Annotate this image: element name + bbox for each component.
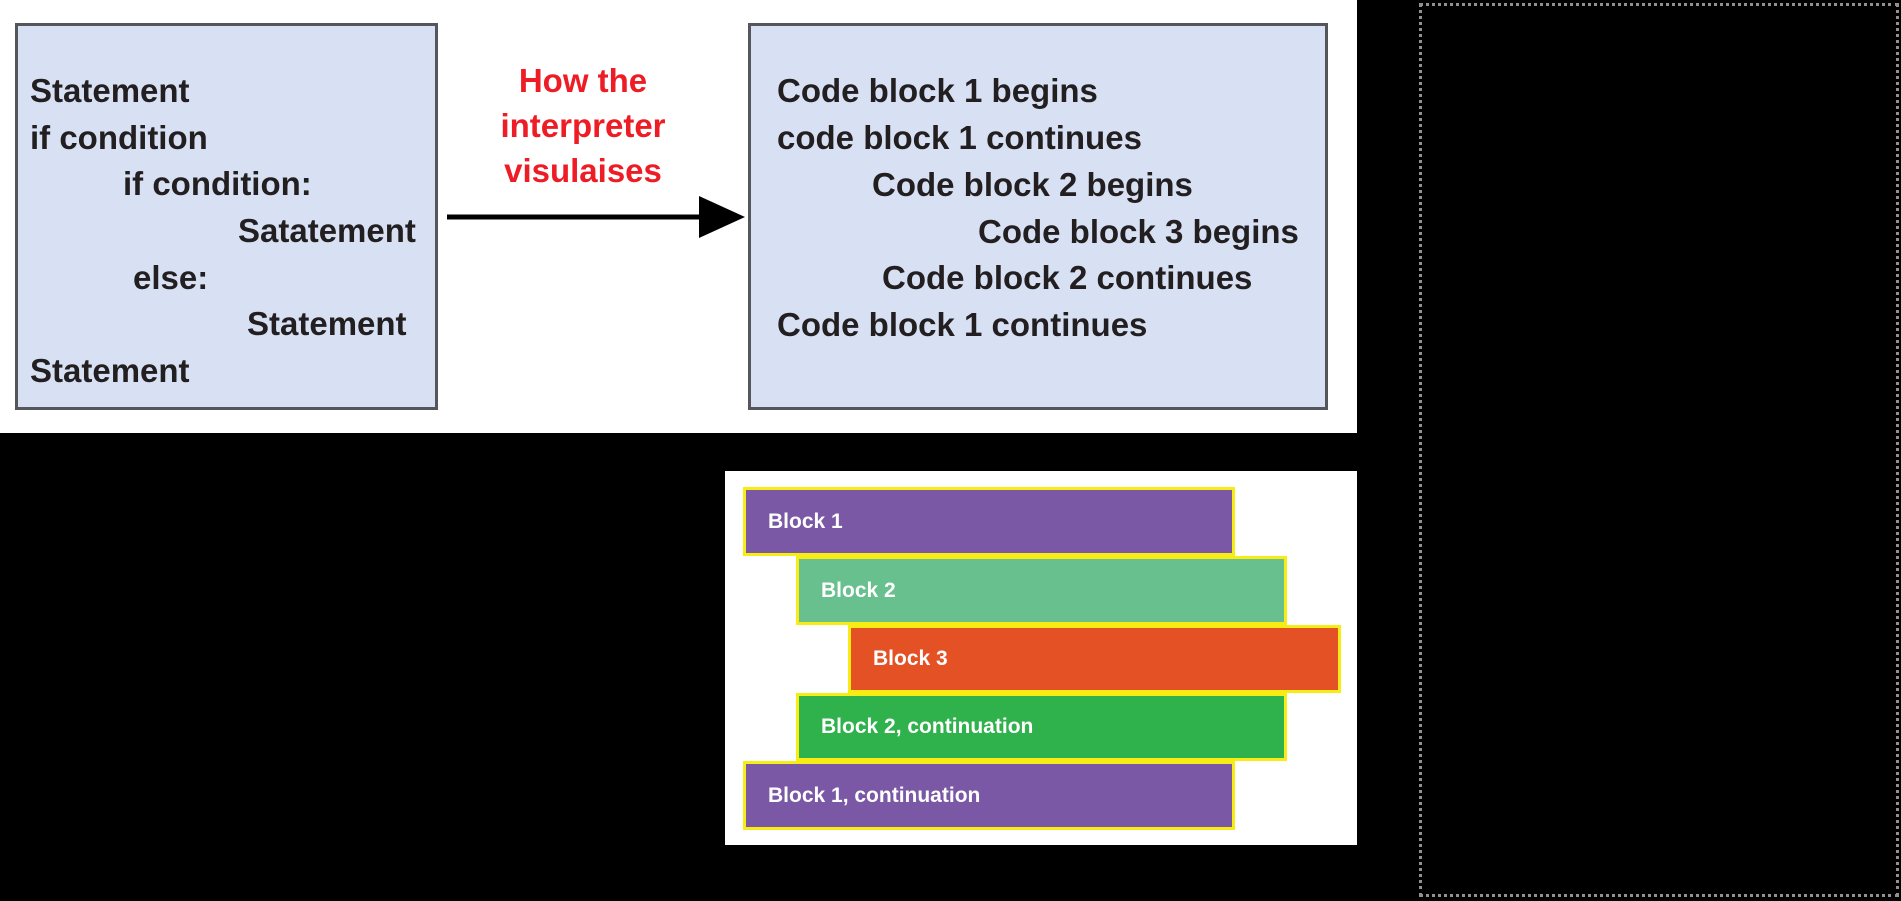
block-bar-label: Block 1: [768, 509, 843, 533]
code-comparison-panel: Statement if condition if condition: Sat…: [0, 0, 1357, 433]
blocks-visualization-panel: Block 1 Block 2 Block 3 Block 2, continu…: [725, 471, 1357, 845]
block-bar: Block 3: [848, 625, 1341, 693]
code-line: code block 1 continues: [777, 119, 1142, 156]
caption-line: visulaises: [504, 152, 662, 189]
code-line: Statement: [247, 305, 407, 342]
caption-line: How the: [518, 62, 648, 99]
code-line: Satatement: [238, 212, 416, 249]
caption-line: interpreter: [500, 107, 666, 144]
interpreted-code-box: Code block 1 begins code block 1 continu…: [748, 23, 1328, 410]
code-line: Code block 1 begins: [777, 72, 1098, 109]
code-line: if condition:: [123, 165, 312, 202]
code-line: Code block 3 begins: [978, 213, 1299, 250]
code-line: Statement: [30, 352, 190, 389]
code-line: Code block 1 continues: [777, 306, 1148, 343]
code-line: Code block 2 begins: [872, 166, 1193, 203]
code-line: Statement: [30, 72, 190, 109]
code-line: Code block 2 continues: [882, 259, 1253, 296]
block-bar: Block 1, continuation: [743, 761, 1235, 830]
source-code-box: Statement if condition if condition: Sat…: [15, 23, 438, 410]
block-bar: Block 1: [743, 487, 1235, 556]
block-bar-label: Block 2: [821, 578, 896, 602]
flow-arrow: [447, 196, 745, 238]
code-line: else:: [133, 259, 209, 296]
block-bar: Block 2: [796, 556, 1287, 625]
block-bar: Block 2, continuation: [796, 693, 1287, 761]
block-bar-label: Block 2, continuation: [821, 715, 1034, 738]
block-bar-label: Block 1, continuation: [768, 783, 981, 807]
block-bar-label: Block 3: [873, 647, 948, 670]
interpreter-caption: How the interpreter visulaises: [443, 58, 723, 193]
code-line: if condition: [30, 119, 208, 156]
empty-dotted-region: [1419, 3, 1899, 897]
